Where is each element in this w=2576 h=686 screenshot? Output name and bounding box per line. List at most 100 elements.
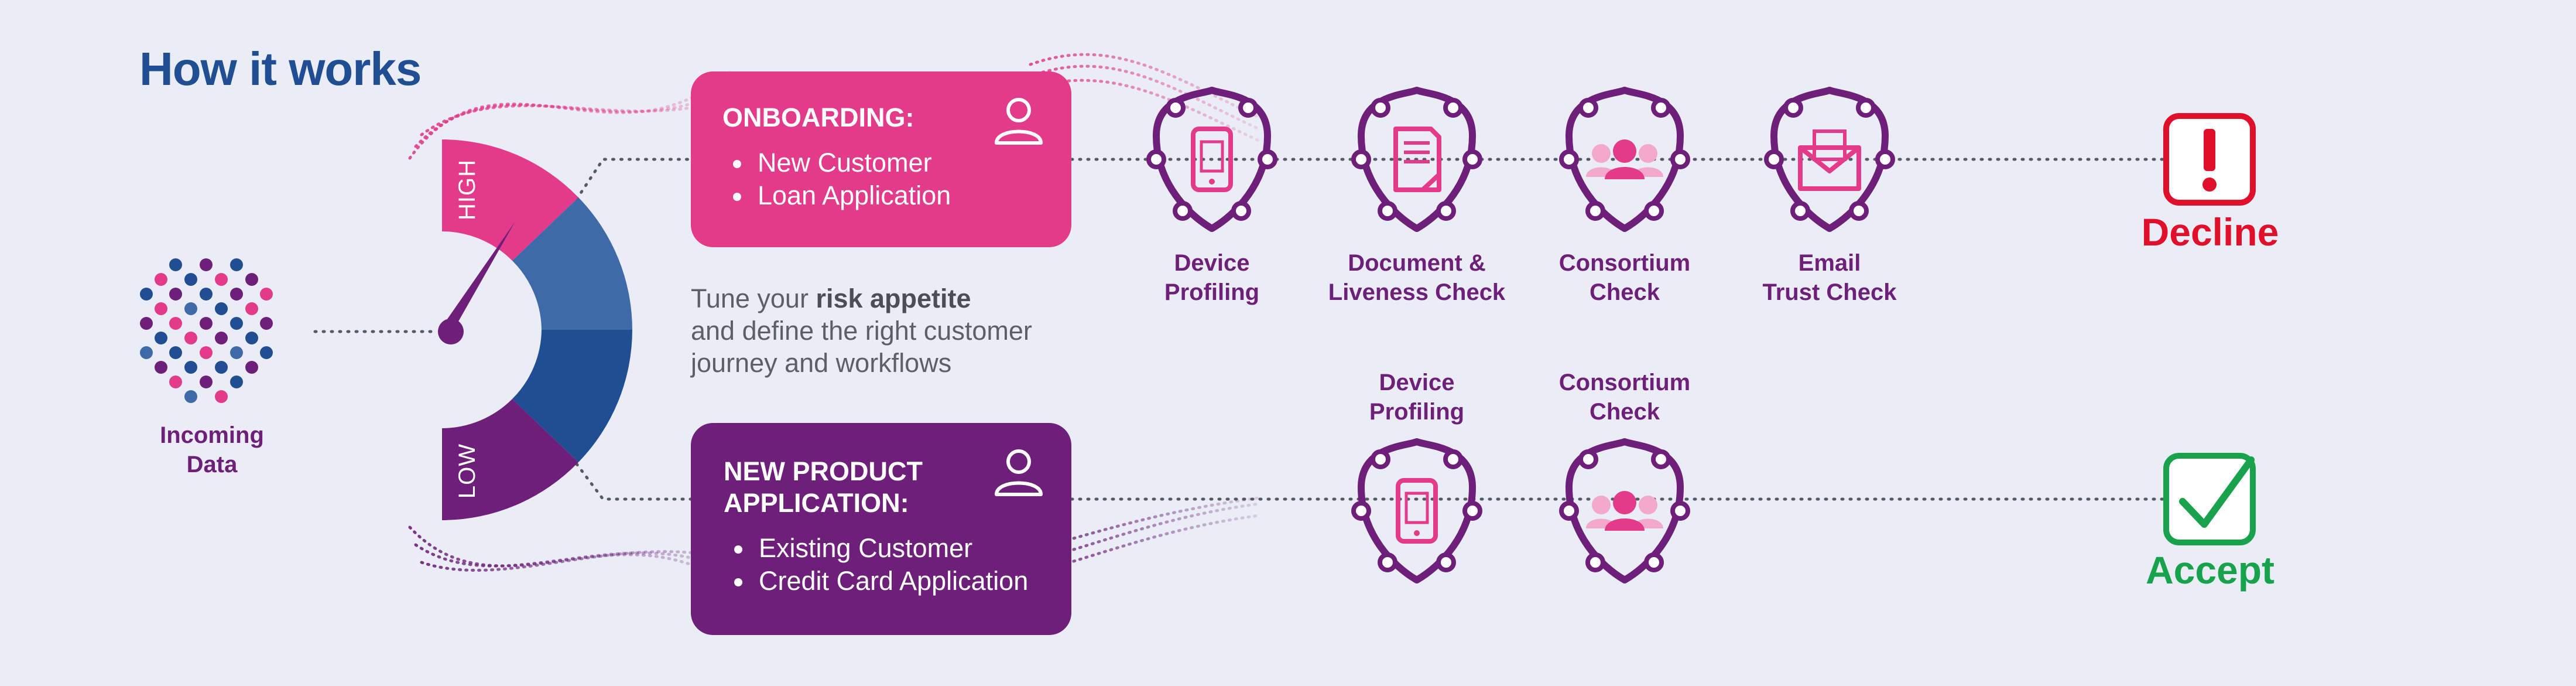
node-dot bbox=[1351, 501, 1371, 521]
new-product-card: NEW PRODUCT APPLICATION: Existing Custom… bbox=[691, 423, 1071, 635]
label-line1: Consortium bbox=[1558, 370, 1691, 395]
phone-icon bbox=[1396, 478, 1438, 544]
label-line1: Device bbox=[1174, 250, 1250, 276]
label-line1: Email bbox=[1798, 250, 1861, 276]
incoming-label-line1: Incoming bbox=[160, 422, 264, 448]
new-product-title-line1: NEW PRODUCT bbox=[724, 456, 923, 486]
email-icon bbox=[1798, 129, 1861, 191]
list-item: New Customer bbox=[753, 146, 1071, 179]
top-check-label: Email Trust Check bbox=[1742, 248, 1917, 307]
new-product-list: Existing Customer Credit Card Applicatio… bbox=[724, 532, 1071, 598]
shield-node bbox=[1351, 87, 1482, 232]
node-dot bbox=[1146, 149, 1166, 169]
risk-appetite-line3: journey and workflows bbox=[691, 348, 952, 378]
node-dot bbox=[1585, 552, 1605, 572]
risk-appetite-text: Tune your risk appetite and define the r… bbox=[691, 282, 1032, 379]
node-dot bbox=[1378, 552, 1397, 572]
node-dot bbox=[1351, 149, 1371, 169]
node-dot bbox=[1783, 98, 1803, 118]
label-line2: Trust Check bbox=[1762, 279, 1897, 305]
onboarding-card: ONBOARDING: New Customer Loan Applicatio… bbox=[691, 71, 1071, 247]
label-line2: Check bbox=[1589, 399, 1660, 425]
phone-icon bbox=[1191, 127, 1233, 192]
page-title: How it works bbox=[139, 43, 422, 95]
node-dot bbox=[1856, 98, 1876, 118]
incoming-data-label: Incoming Data bbox=[130, 421, 294, 479]
shield-node bbox=[1559, 87, 1690, 232]
node-dot bbox=[1670, 501, 1690, 521]
label-line1: Document & bbox=[1348, 250, 1486, 276]
risk-gauge bbox=[438, 139, 632, 520]
decline-icon bbox=[2163, 113, 2256, 206]
label-line2: Profiling bbox=[1369, 399, 1465, 425]
node-dot bbox=[1371, 98, 1390, 118]
shield-node bbox=[1146, 87, 1277, 232]
user-icon bbox=[995, 98, 1043, 145]
node-dot bbox=[1436, 552, 1456, 572]
node-dot bbox=[1443, 449, 1463, 469]
node-dot bbox=[1231, 201, 1251, 221]
node-dot bbox=[1651, 449, 1671, 469]
label-line1: Device bbox=[1379, 370, 1455, 395]
node-dot bbox=[1578, 98, 1598, 118]
incoming-data-icon bbox=[140, 258, 273, 403]
shield-node bbox=[1764, 87, 1895, 232]
incoming-label-line2: Data bbox=[186, 452, 238, 477]
top-check-label: Document & Liveness Check bbox=[1314, 248, 1519, 307]
risk-appetite-line1: Tune your risk appetite bbox=[691, 282, 1032, 315]
node-dot bbox=[1443, 98, 1463, 118]
node-dot bbox=[1764, 149, 1784, 169]
label-line1: Consortium bbox=[1558, 250, 1691, 276]
label-line2: Check bbox=[1589, 279, 1660, 305]
label-line2: Profiling bbox=[1164, 279, 1260, 305]
group-icon bbox=[1586, 139, 1663, 179]
decline-label: Decline bbox=[2141, 210, 2279, 254]
node-dot bbox=[1166, 98, 1186, 118]
onboarding-title: ONBOARDING: bbox=[722, 103, 914, 132]
bottom-check-label: Consortium Check bbox=[1537, 368, 1712, 426]
node-dot bbox=[1875, 149, 1895, 169]
node-dot bbox=[1559, 501, 1579, 521]
node-dot bbox=[1644, 552, 1664, 572]
gauge-needle bbox=[440, 221, 515, 337]
node-dot bbox=[1462, 149, 1482, 169]
user-icon bbox=[995, 449, 1043, 496]
onboarding-list: New Customer Loan Application bbox=[722, 146, 1071, 212]
top-check-label: Consortium Check bbox=[1537, 248, 1712, 307]
node-dot bbox=[1559, 149, 1579, 169]
accept-icon bbox=[2163, 453, 2256, 545]
risk-appetite-bold: risk appetite bbox=[816, 284, 971, 313]
new-product-title-line2: APPLICATION: bbox=[724, 488, 909, 518]
node-dot bbox=[1651, 98, 1671, 118]
node-dot bbox=[1644, 201, 1664, 221]
list-item: Credit Card Application bbox=[754, 565, 1071, 598]
risk-appetite-line2: and define the right customer bbox=[691, 316, 1032, 346]
risk-appetite-prefix: Tune your bbox=[691, 284, 816, 313]
node-dot bbox=[1578, 449, 1598, 469]
node-dot bbox=[1238, 98, 1258, 118]
label-line2: Liveness Check bbox=[1328, 279, 1506, 305]
shield-node bbox=[1351, 438, 1482, 583]
node-dot bbox=[1790, 201, 1810, 221]
list-item: Loan Application bbox=[753, 179, 1071, 212]
node-dot bbox=[1670, 149, 1690, 169]
group-icon bbox=[1586, 491, 1663, 531]
shield-node bbox=[1559, 438, 1690, 583]
accept-label: Accept bbox=[2145, 548, 2275, 592]
top-check-label: Device Profiling bbox=[1124, 248, 1300, 307]
connector-lines bbox=[313, 158, 2168, 501]
document-icon bbox=[1393, 127, 1441, 192]
node-dot bbox=[1258, 149, 1277, 169]
list-item: Existing Customer bbox=[754, 532, 1071, 565]
node-dot bbox=[1585, 201, 1605, 221]
node-dot bbox=[1371, 449, 1390, 469]
gauge-pivot bbox=[438, 319, 464, 344]
node-dot bbox=[1378, 201, 1397, 221]
node-dot bbox=[1436, 201, 1456, 221]
node-dot bbox=[1462, 501, 1482, 521]
bottom-check-label: Device Profiling bbox=[1329, 368, 1505, 426]
node-dot bbox=[1849, 201, 1869, 221]
node-dot bbox=[1173, 201, 1193, 221]
